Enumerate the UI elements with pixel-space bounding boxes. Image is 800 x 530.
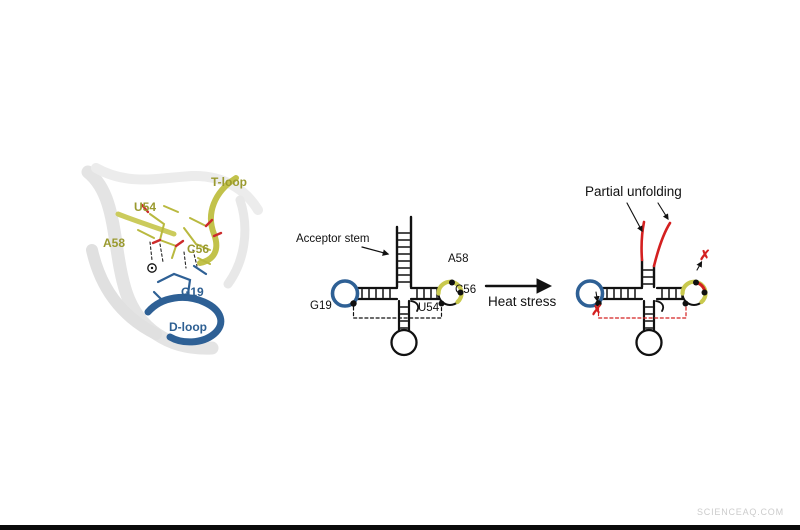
trna-schematic-native [330,215,464,357]
label-c56-3d: C56 [187,242,210,256]
d-loop-circle [575,279,605,308]
molecular-structure-3d [81,163,263,355]
label-d-loop: D-loop [169,320,207,334]
a58-dot [449,279,455,286]
label-t-loop: T-loop [211,175,247,189]
label-c56-schematic: C56 [455,284,477,296]
u54-dot [438,300,445,307]
anticodon-loop-circle [635,328,663,357]
broken-bond-cross-tloop: ✗ [699,247,711,263]
broken-bond-pointer-left [593,291,600,303]
g19-dot [350,300,357,307]
broken-bond-cross-g19: ✗ [591,302,603,318]
label-acceptor-stem: Acceptor stem [296,233,370,245]
label-a58-schematic: A58 [448,253,469,265]
trna-schematic-unfolded [575,202,708,357]
anticodon-loop-circle [390,328,418,357]
tertiary-interaction-dashed-broken [597,306,687,319]
watermark: SCIENCEAQ.COM [697,507,784,517]
label-u54-schematic: U54 [418,302,440,314]
label-heat-stress: Heat stress [488,294,557,309]
label-u54-3d: U54 [134,200,157,214]
unfolding-pointer-right [657,202,669,221]
d-loop-circle [330,279,360,308]
acceptor-stem-pointer [361,246,390,256]
label-g19-schematic: G19 [310,300,332,312]
unfolding-pointer-left [626,202,643,233]
bottom-edge-bar [0,525,800,530]
label-a58-3d: A58 [103,236,126,250]
c56-dot [457,289,464,296]
unfolded-strands [640,220,672,268]
broken-bond-pointer-right [696,260,703,271]
label-g19-3d: G19 [181,285,204,299]
tertiary-interaction-dashed [352,306,443,319]
label-partial-unfolding: Partial unfolding [585,184,682,199]
